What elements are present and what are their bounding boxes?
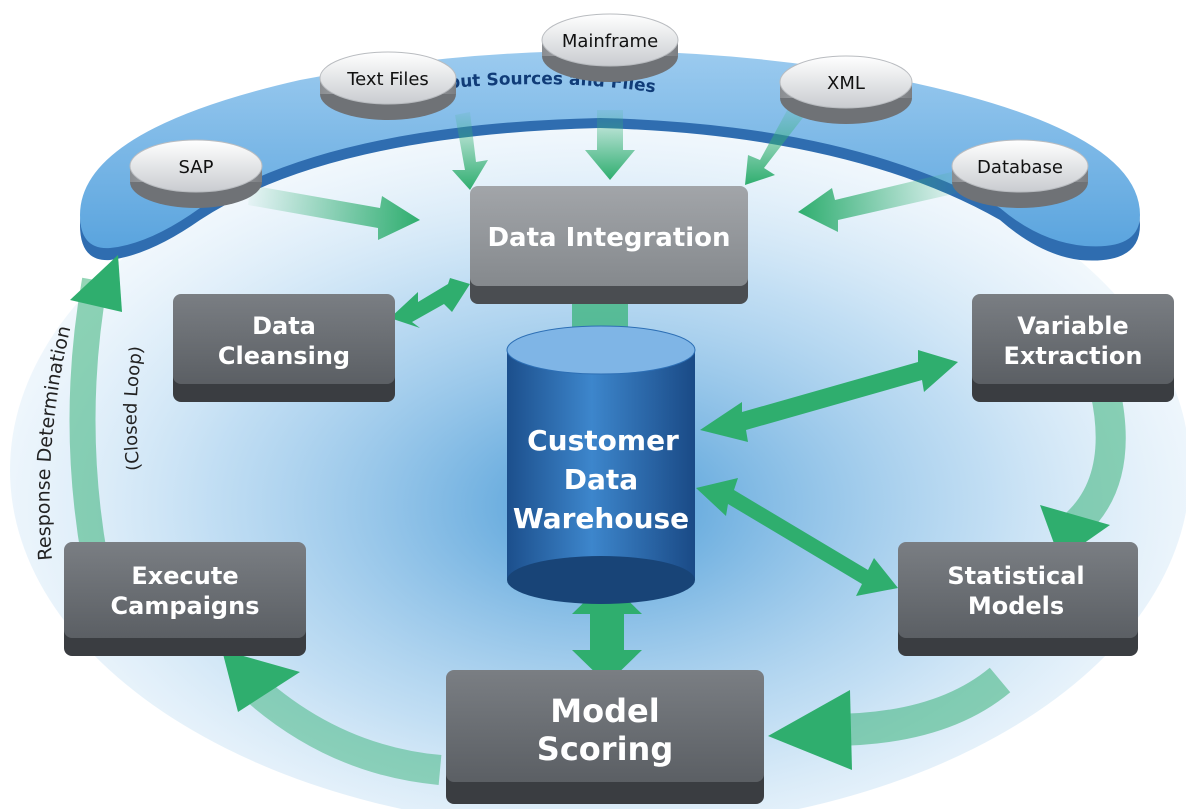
warehouse-label-2: Data <box>564 463 638 496</box>
node-data-cleansing: Data Cleansing <box>173 294 395 402</box>
arrow-loop-up <box>70 255 122 312</box>
arrow-to-model-scoring <box>768 690 852 770</box>
data-cleansing-label-1: Data <box>252 312 316 340</box>
data-cleansing-label-2: Cleansing <box>218 342 350 370</box>
source-arrows <box>248 105 962 240</box>
node-data-integration: Data Integration <box>470 186 748 304</box>
closed-loop-arrows <box>69 255 1126 785</box>
node-model-scoring: Model Scoring <box>446 670 764 804</box>
arrow-mainframe-to-integration <box>585 110 635 180</box>
arrow-textfiles-to-integration <box>452 112 488 190</box>
execute-campaigns-label-1: Execute <box>131 562 238 590</box>
node-execute-campaigns: Execute Campaigns <box>64 542 306 656</box>
statistical-models-label-1: Statistical <box>947 562 1084 590</box>
arrow-warehouse-scoring <box>572 580 642 684</box>
warehouse-label-1: Customer <box>527 424 679 457</box>
warehouse-label-3: Warehouse <box>513 502 689 535</box>
variable-extraction-label-2: Extraction <box>1004 342 1143 370</box>
source-label-mainframe: Mainframe <box>562 31 658 52</box>
source-mainframe: Mainframe <box>541 13 679 82</box>
source-text-files: Text Files <box>319 51 457 120</box>
arrow-sap-to-integration <box>248 185 420 240</box>
source-database: Database <box>951 139 1089 208</box>
arrow-xml-to-integration <box>745 105 805 185</box>
node-customer-data-warehouse: Customer Data Warehouse <box>506 325 696 604</box>
statistical-models-label-2: Models <box>968 592 1064 620</box>
arrow-warehouse-variable <box>700 350 958 442</box>
arrow-cleansing-integration <box>390 278 470 328</box>
model-scoring-label-1: Model <box>550 692 659 730</box>
arrow-database-to-integration <box>798 170 962 232</box>
node-variable-extraction: Variable Extraction <box>972 294 1174 402</box>
source-label-sap: SAP <box>179 157 214 178</box>
node-statistical-models: Statistical Models <box>898 542 1138 656</box>
source-xml: XML <box>779 55 913 124</box>
arrow-warehouse-statistical <box>696 478 898 596</box>
variable-extraction-label-1: Variable <box>1017 312 1128 340</box>
source-sap: SAP <box>129 139 263 208</box>
arrow-to-execute-campaigns <box>222 650 300 712</box>
source-label-xml: XML <box>827 73 865 94</box>
execute-campaigns-label-2: Campaigns <box>111 592 260 620</box>
data-integration-label: Data Integration <box>487 223 730 253</box>
model-scoring-label-2: Scoring <box>537 730 673 768</box>
source-label-database: Database <box>977 157 1063 178</box>
source-label-text-files: Text Files <box>346 69 429 90</box>
